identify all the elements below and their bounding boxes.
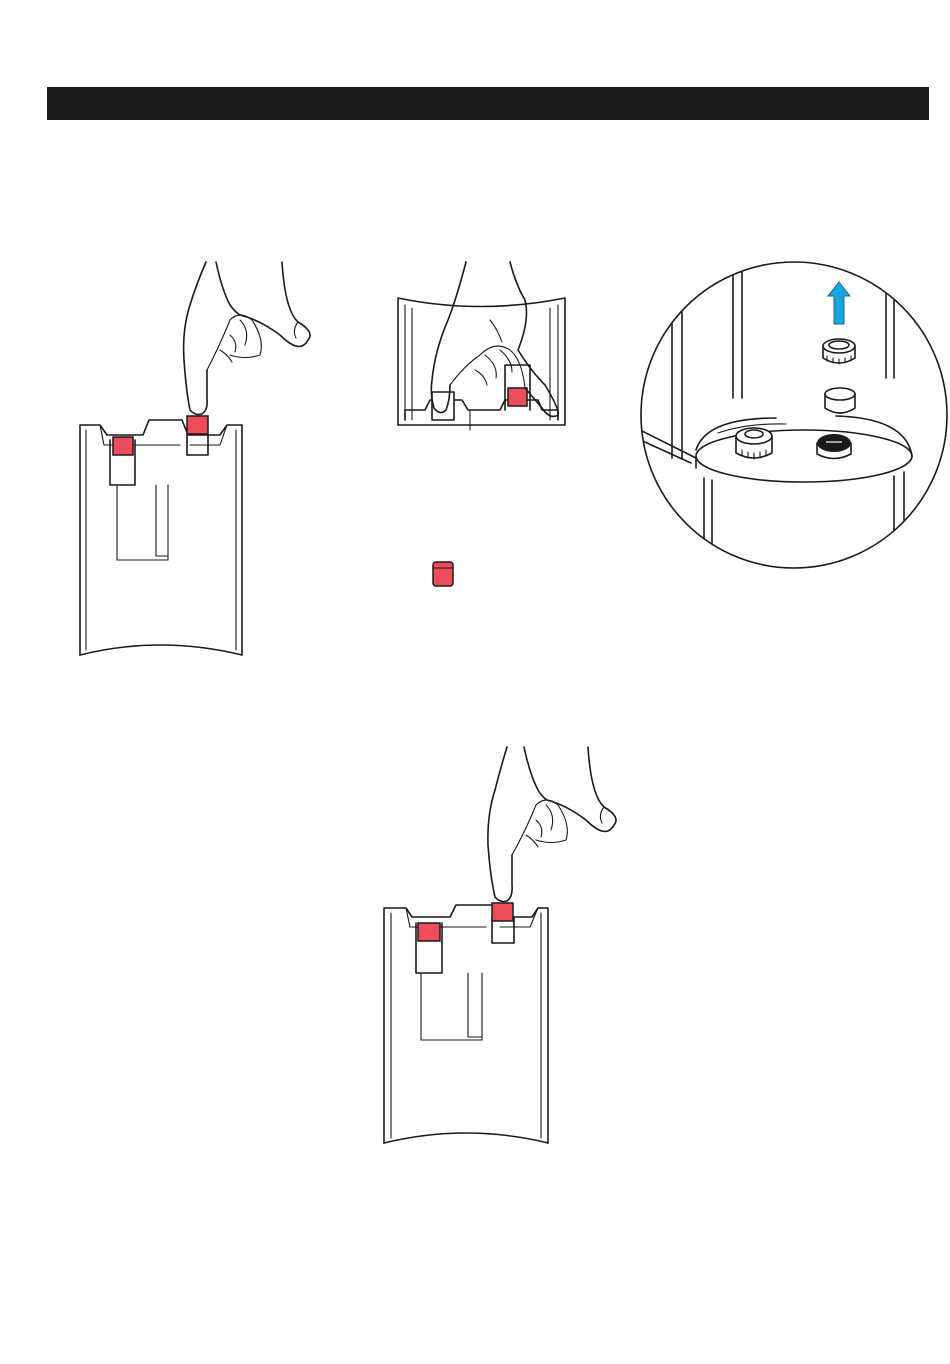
illustration-remove-cap	[390, 260, 590, 590]
illustration-valve-detail	[636, 258, 950, 574]
reservoir-detail-icon	[636, 258, 912, 588]
illustration-press-tap-1	[70, 260, 330, 670]
pointing-hand-icon	[488, 747, 616, 902]
dispenser-front-icon	[398, 298, 565, 430]
hand-icon	[431, 262, 558, 416]
up-arrow-icon	[828, 282, 850, 324]
dispenser-front-icon	[384, 905, 548, 1143]
header-bar	[47, 87, 929, 120]
pointing-hand-icon	[184, 262, 310, 415]
red-tap-cap-icon	[418, 903, 513, 941]
illustration-press-tap-2	[374, 745, 634, 1155]
dispenser-front-icon	[80, 420, 242, 655]
valve-cap-icon	[736, 339, 855, 459]
